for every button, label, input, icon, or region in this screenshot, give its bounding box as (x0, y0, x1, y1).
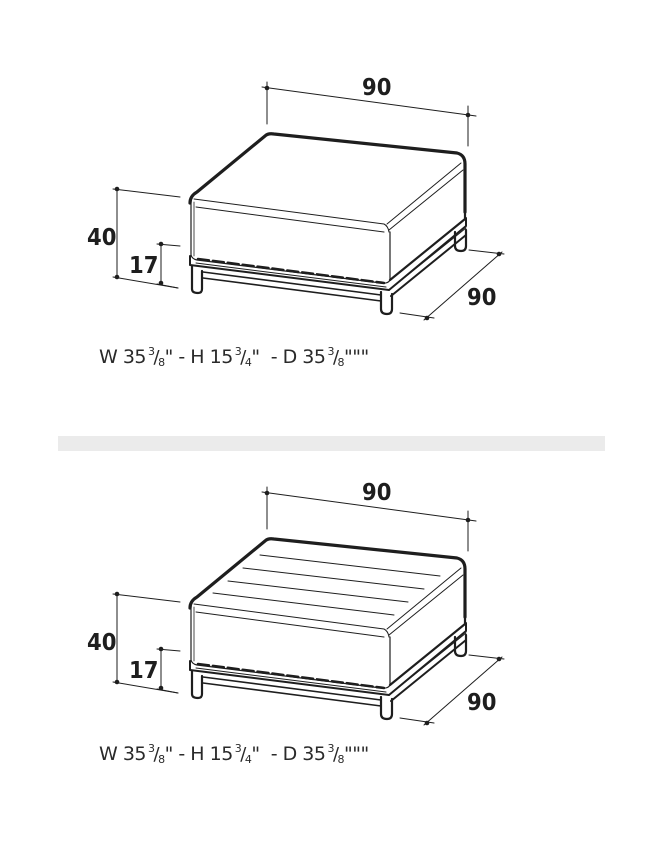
width-dimension-label: 90 (362, 75, 392, 101)
height-unit: " (251, 743, 260, 765)
height-dimension-label: 40 (87, 225, 117, 251)
depth-fraction-denominator: 8 (337, 356, 345, 369)
separator: - (172, 743, 191, 765)
width-fraction-denominator: 8 (158, 356, 165, 369)
depth-fraction-numerator: 3 (327, 345, 334, 358)
width-inches: W 35 (99, 346, 147, 368)
height-inches: H 15 (190, 743, 233, 765)
height-unit: " (251, 346, 260, 368)
width-dimension-label: 90 (362, 480, 392, 506)
depth-inches: D 35 (282, 743, 326, 765)
height-inches: H 15 (190, 346, 233, 368)
depth-fraction-numerator: 3 (327, 742, 334, 755)
depth-dimension-label: 90 (467, 690, 497, 716)
height-dimension-label: 40 (87, 630, 117, 656)
width-unit: " (164, 346, 174, 368)
seat-height-dimension-label: 17 (129, 253, 159, 279)
height-fraction-numerator: 3 (234, 345, 242, 358)
separator: - (172, 346, 191, 368)
depth-inches: D 35 (282, 346, 326, 368)
width-fraction-denominator: 8 (158, 753, 165, 766)
ottoman-drawing-plain (112, 81, 505, 321)
height-fraction-denominator: 4 (244, 356, 252, 369)
height-fraction-denominator: 4 (244, 753, 252, 766)
seat-height-dimension-label: 17 (129, 658, 159, 684)
width-fraction-numerator: 3 (148, 742, 155, 755)
depth-unit: """ (344, 346, 369, 368)
width-fraction-numerator: 3 (148, 345, 155, 358)
width-inches: W 35 (99, 743, 147, 765)
width-unit: " (164, 743, 174, 765)
ottoman-drawing-channeled (112, 486, 505, 726)
depth-fraction-denominator: 8 (337, 753, 345, 766)
separator: - (259, 743, 283, 765)
height-fraction-numerator: 3 (234, 742, 242, 755)
depth-unit: """ (344, 743, 369, 765)
depth-dimension-label: 90 (467, 285, 497, 311)
section-divider (58, 436, 605, 451)
separator: - (259, 346, 283, 368)
